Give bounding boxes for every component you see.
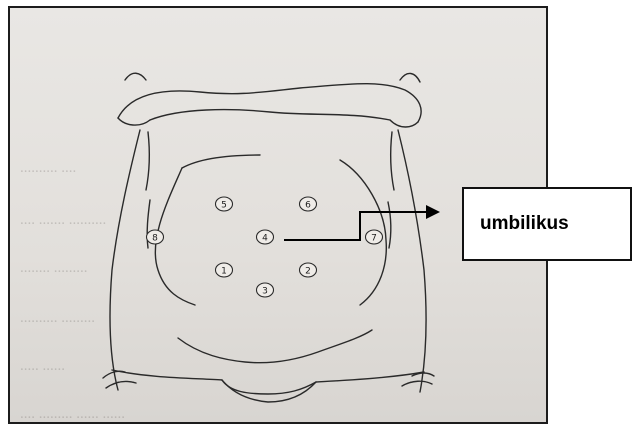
point-5-label: 5	[221, 201, 227, 211]
umbilicus-callout: umbilikus	[462, 187, 632, 261]
measurement-points	[147, 197, 383, 297]
point-7-label: 7	[371, 234, 377, 244]
point-6-label: 6	[305, 201, 311, 211]
umbilicus-leader-line	[284, 212, 428, 240]
point-8-label: 8	[152, 234, 158, 244]
umbilicus-label: umbilikus	[480, 213, 569, 235]
point-2-label: 2	[305, 267, 311, 277]
arrow-head-icon	[426, 205, 440, 219]
point-4-label: 4	[262, 234, 268, 244]
point-1-label: 1	[221, 267, 227, 277]
point-3-label: 3	[262, 287, 268, 297]
